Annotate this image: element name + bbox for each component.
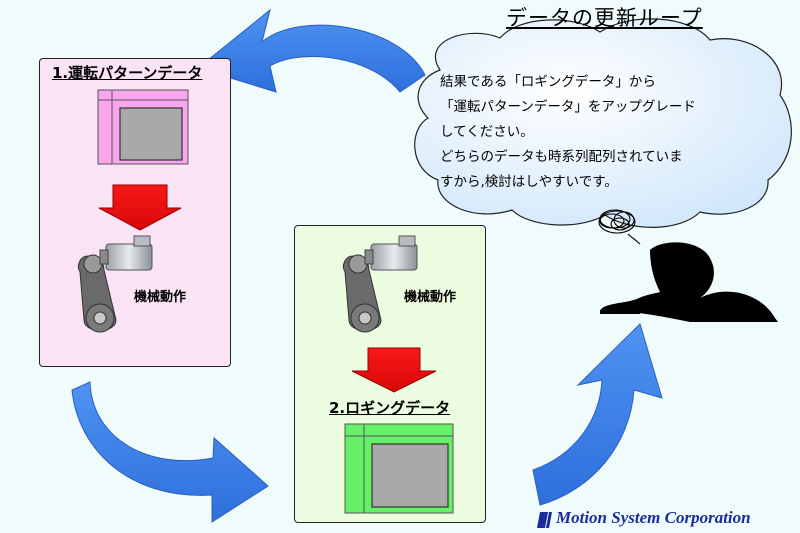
thought-bubble bbox=[414, 18, 792, 228]
loop-arrow-top bbox=[196, 8, 426, 93]
box1-mechanism-label: 機械動作 bbox=[134, 290, 187, 305]
bubble-line: どちらのデータも時系列配列されていま bbox=[440, 149, 683, 165]
bubble-line: すから,検討はしやすいです。 bbox=[440, 174, 618, 190]
company-name: Motion System Corporation bbox=[556, 508, 751, 527]
box1-label: 1.運転パターンデータ bbox=[52, 64, 203, 82]
box2-label: 2.ロギングデータ bbox=[329, 399, 451, 417]
motor-pulley-icon-1-front bbox=[77, 235, 153, 333]
company-logo-icon bbox=[537, 512, 552, 528]
loop-arrow-bottom-left bbox=[71, 381, 269, 523]
data-grid-icon-green-front bbox=[344, 423, 454, 514]
bubble-line: 結果である「ロギングデータ」から bbox=[440, 74, 656, 90]
bubble-line: してください。 bbox=[440, 124, 534, 140]
thought-bubble-text: 結果である「ロギングデータ」から 「運転パターンデータ」をアップグレード してく… bbox=[440, 70, 780, 195]
motor-pulley-icon-2-front bbox=[342, 235, 418, 333]
diagram-title: データの更新ループ bbox=[506, 6, 703, 30]
bubble-line: 「運転パターンデータ」をアップグレード bbox=[440, 99, 696, 115]
scribble-thought-icon bbox=[598, 209, 641, 245]
box2-mechanism-label: 機械動作 bbox=[404, 290, 457, 305]
data-grid-icon-pink-front bbox=[97, 89, 189, 165]
down-arrow-icon-1-front bbox=[98, 184, 182, 231]
loop-arrow-bottom-right bbox=[532, 323, 663, 506]
down-arrow-icon-2-front bbox=[351, 347, 437, 393]
thinking-person-icon bbox=[600, 242, 778, 322]
